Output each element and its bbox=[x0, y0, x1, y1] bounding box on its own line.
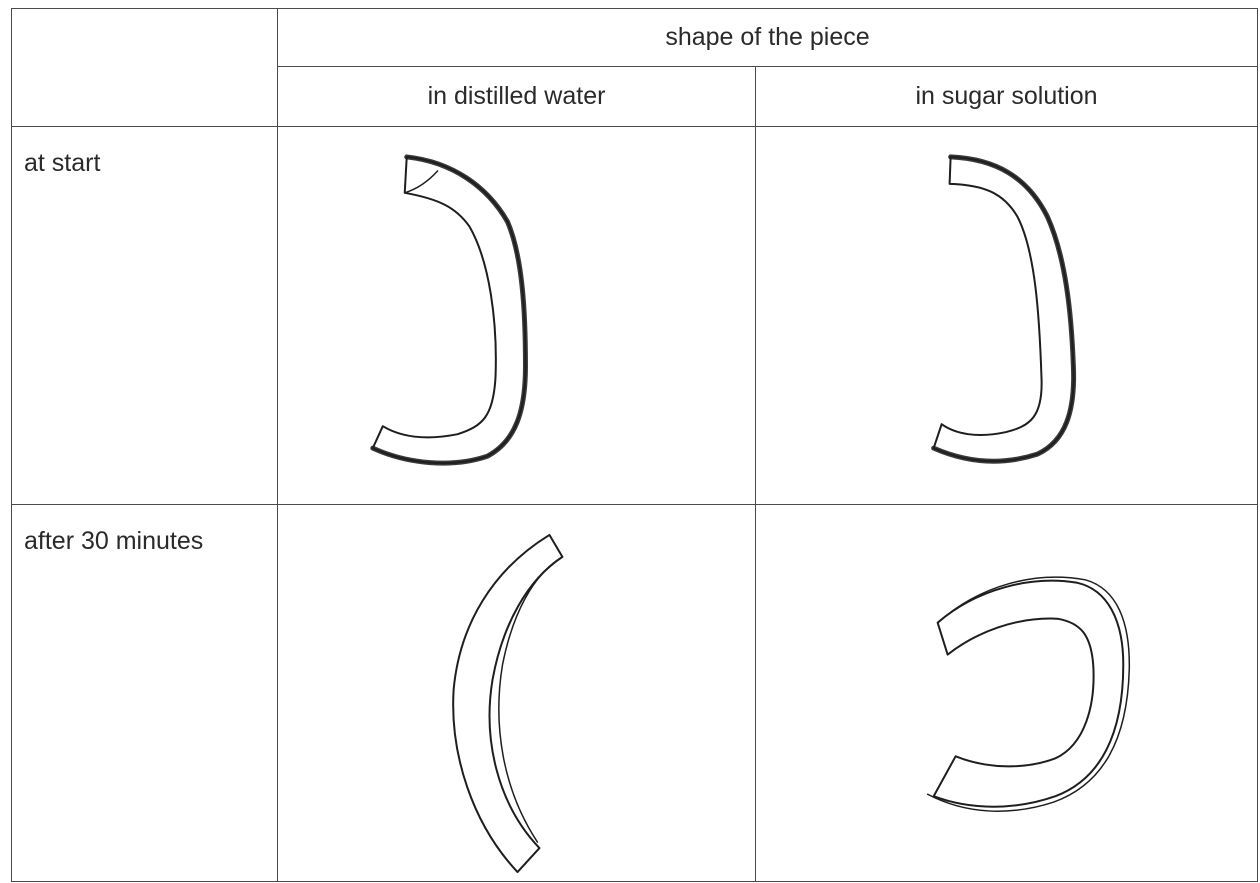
header-sugar-solution: in sugar solution bbox=[756, 67, 1258, 127]
results-table: shape of the piece in distilled water in… bbox=[11, 8, 1258, 882]
piece-drawing-after-sugar bbox=[756, 505, 1257, 881]
drawing-cell-start-distilled bbox=[278, 127, 756, 505]
piece-drawing-start-distilled bbox=[278, 127, 755, 504]
row-label-at-start: at start bbox=[12, 127, 278, 505]
drawing-cell-after-sugar bbox=[756, 505, 1258, 882]
results-table-container: shape of the piece in distilled water in… bbox=[11, 8, 1257, 881]
header-shape-of-piece: shape of the piece bbox=[278, 9, 1258, 67]
piece-drawing-after-distilled bbox=[278, 505, 755, 881]
drawing-cell-start-sugar bbox=[756, 127, 1258, 505]
header-distilled-water: in distilled water bbox=[278, 67, 756, 127]
empty-corner-cell bbox=[12, 9, 278, 127]
drawing-cell-after-distilled bbox=[278, 505, 756, 882]
row-label-after-30-minutes: after 30 minutes bbox=[12, 505, 278, 882]
piece-drawing-start-sugar bbox=[756, 127, 1257, 504]
